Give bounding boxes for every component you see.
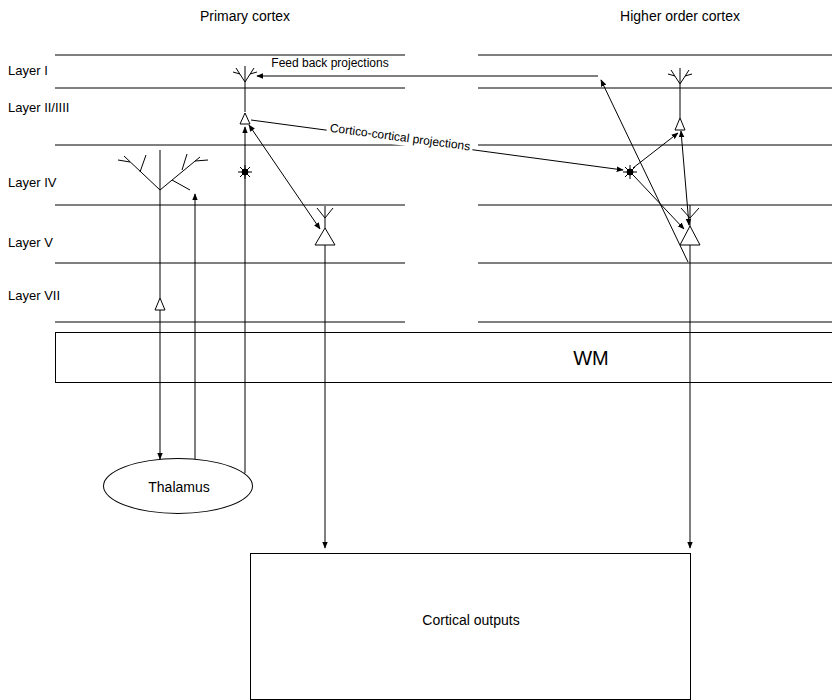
output-axon [325,245,326,548]
layer-line [478,88,832,89]
intracortical-projection [634,176,684,229]
output-box: Cortical outputs [250,553,691,700]
column-title: Higher order cortex [620,8,740,24]
node-label: Thalamus [148,479,209,495]
output-axon [690,245,691,548]
layer-label: Layer II/IIII [8,101,69,116]
layer-line [55,88,405,89]
layer-label: Layer I [8,64,48,79]
layer-lines [55,55,832,322]
primary-neurons [118,66,623,548]
layer-line [55,145,405,146]
feedback-axon [601,80,688,262]
pyramidal-dendrite [668,68,692,118]
higher-order-neurons [257,68,700,548]
layer-line [55,263,405,264]
layer-line [478,145,832,146]
column-title: Primary cortex [200,8,290,24]
layer-line [478,205,832,206]
large-pyramidal-soma [315,228,335,245]
layer-line [478,263,832,264]
pyramidal-soma [240,113,250,124]
intracortical-projection [633,133,678,168]
thalamic-afferent [195,194,196,459]
deep-pyramidal-soma [155,298,165,310]
layer-label: Layer IV [8,176,56,191]
pyramidal-dendrite [233,66,257,112]
layer-label: Layer V [8,236,53,251]
intracortical-projection [681,131,689,225]
node-label: Cortical outputs [422,612,519,628]
thalamus-ellipse: Thalamus [103,458,253,514]
cortico-cortical-arrow [251,120,623,170]
band-label: WM [573,347,609,370]
projection-label: Feed back projections [268,57,391,71]
layer-line [478,55,832,56]
layer-line [55,205,405,206]
thalamic-afferent [245,127,246,473]
white-matter-band: WM [55,332,832,383]
feedback-arrow [257,76,598,77]
pyramidal-soma [675,118,685,130]
layer-label: Layer VII [8,289,60,304]
intracortical-projection [249,125,320,229]
layer-line [55,55,405,56]
pyramidal-dendrite [317,206,333,228]
large-pyramidal-soma [680,226,700,245]
projection-label: Cortico-cortical projections [326,121,474,154]
layer-line [55,322,405,323]
pyramidal-dendrite [681,205,699,226]
layer-line [478,322,832,323]
